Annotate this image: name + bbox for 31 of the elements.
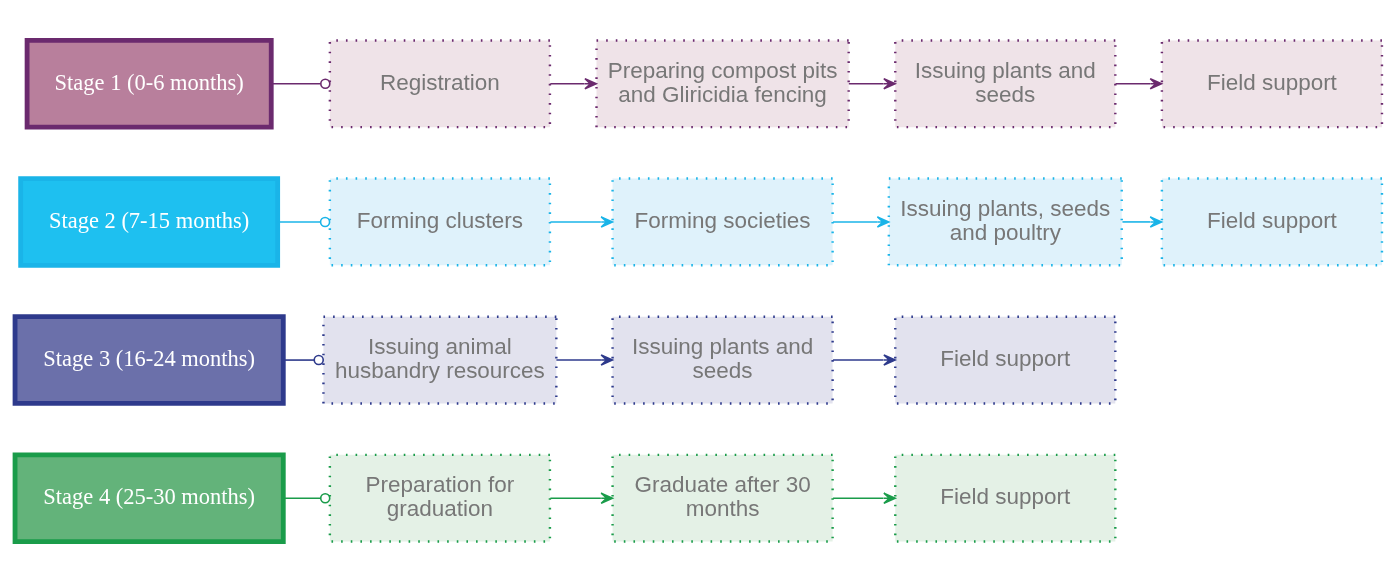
node-box: Registration <box>328 39 552 129</box>
node-box: Field support <box>894 453 1117 543</box>
arrow <box>549 216 614 228</box>
arrow <box>549 492 614 505</box>
arrow <box>832 216 890 228</box>
node-box: Preparing compost pits and Gliricidia fencing <box>595 39 850 129</box>
node-box: Forming clusters <box>328 177 552 267</box>
node-box: Forming societies <box>611 177 834 267</box>
arrow <box>549 77 597 90</box>
node-box: Preparation for graduation <box>328 453 552 543</box>
node-box: Issuing plants and seeds <box>611 315 834 405</box>
node-box: Field support <box>894 315 1117 405</box>
connector <box>282 354 325 366</box>
node-box: Stage 3 (16-24 months) <box>12 314 286 406</box>
arrow <box>1114 77 1163 90</box>
node-box: Graduate after 30 months <box>611 453 834 543</box>
node-box: Issuing plants, seeds and poultry <box>887 177 1123 267</box>
arrow <box>832 354 896 366</box>
node-box: Issuing animal husbandry resources <box>322 315 558 405</box>
connector <box>282 492 331 504</box>
node-box: Stage 4 (25-30 months) <box>12 452 286 544</box>
arrow <box>832 492 896 505</box>
node-box: Issuing plants and seeds <box>894 39 1117 129</box>
arrow <box>555 354 614 366</box>
node-box: Stage 1 (0-6 months) <box>24 38 274 130</box>
arrow <box>848 77 896 90</box>
node-box: Field support <box>1160 39 1384 129</box>
node-box: Field support <box>1160 177 1384 267</box>
node-box: Stage 2 (7-15 months) <box>18 176 281 268</box>
arrow <box>1121 216 1163 228</box>
connector <box>270 78 331 90</box>
